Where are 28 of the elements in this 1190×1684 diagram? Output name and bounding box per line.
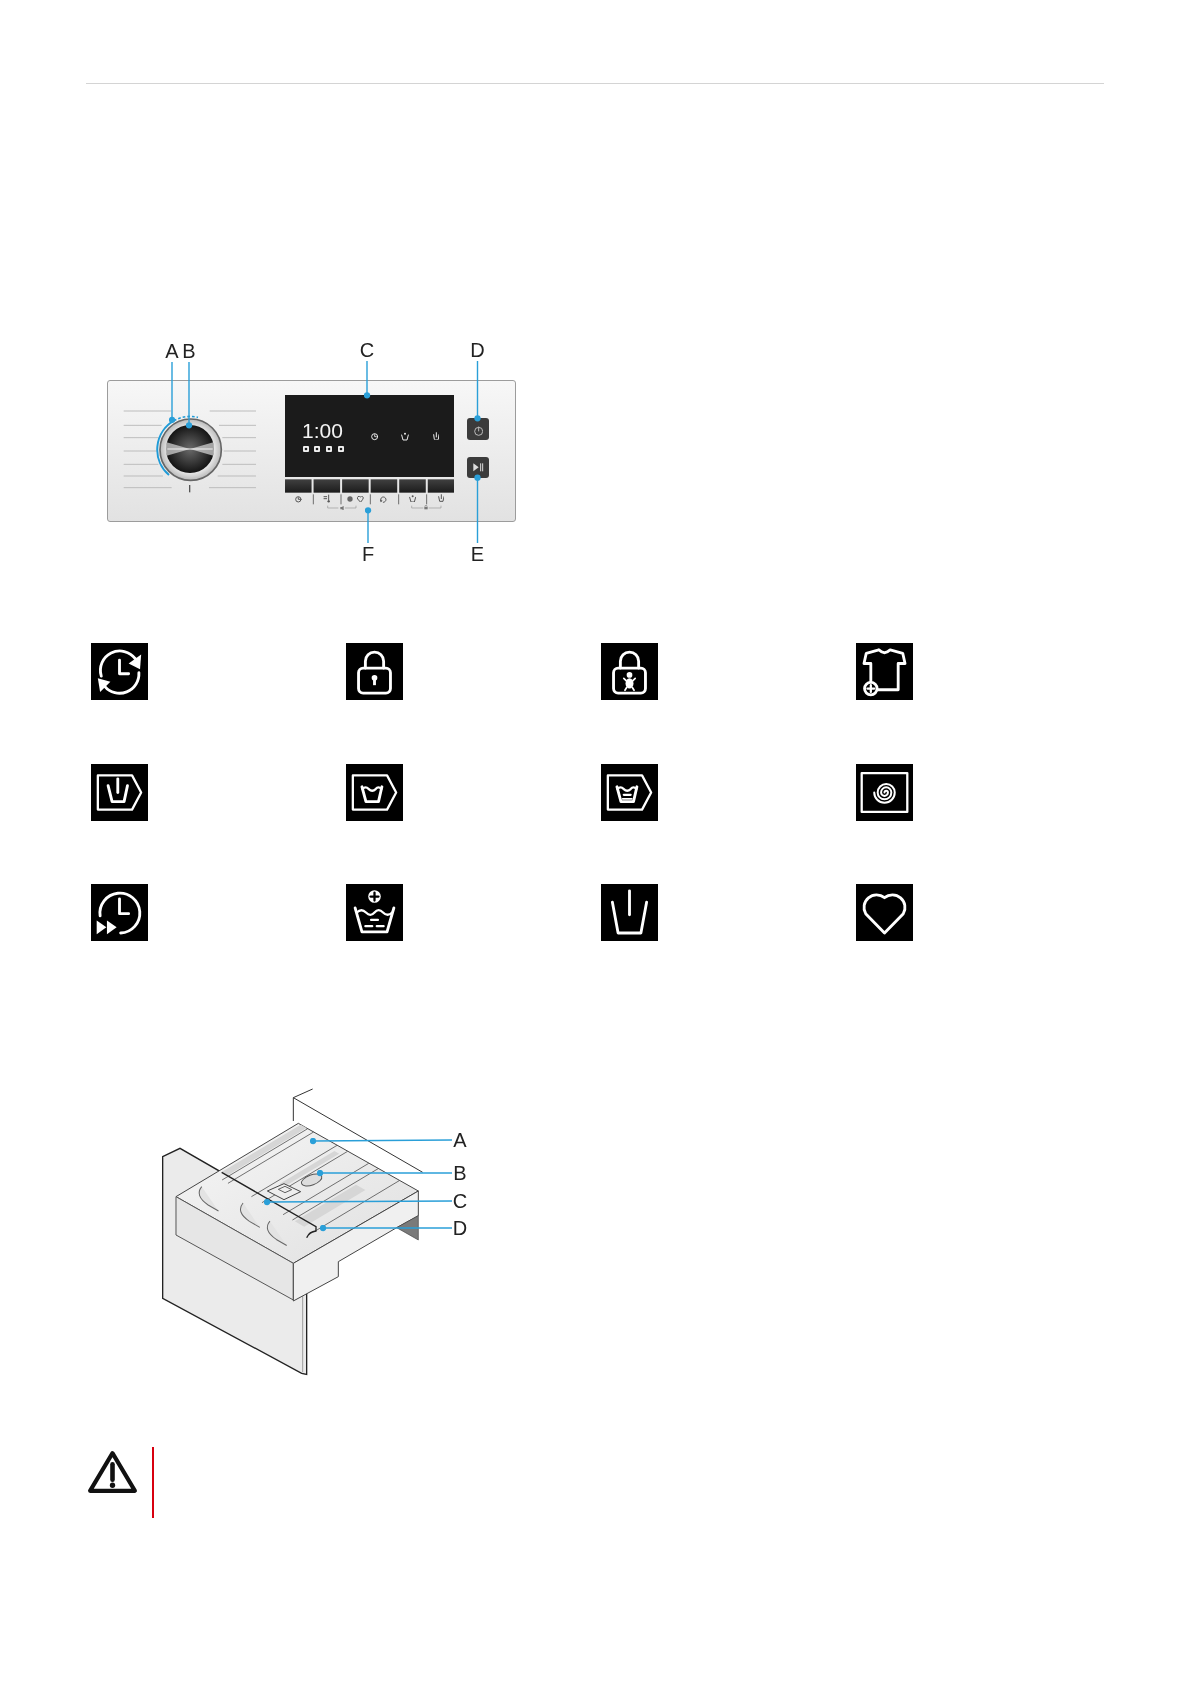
leader-line <box>309 1137 453 1145</box>
callout-letter: A <box>164 340 180 362</box>
callout-letter: F <box>360 543 376 565</box>
power-button <box>467 418 490 441</box>
touch-button-row <box>285 479 455 511</box>
callout-letter: B <box>181 340 197 362</box>
start-pause-button <box>467 457 490 478</box>
leader-line <box>363 360 371 399</box>
display-readout: 1:00 <box>302 420 343 443</box>
callout-letter: C <box>452 1190 468 1212</box>
leader-line <box>316 1169 453 1177</box>
display-screen <box>285 395 455 477</box>
leader-line <box>168 361 176 424</box>
leader-line <box>474 360 481 422</box>
leader-line <box>263 1198 453 1206</box>
control-panel <box>107 380 516 522</box>
leader-line <box>474 474 481 544</box>
leader-line <box>319 1224 453 1232</box>
leader-line <box>364 507 372 544</box>
selector-knob <box>166 425 215 474</box>
callout-letter: C <box>359 339 375 361</box>
callout-letter: A <box>452 1129 468 1151</box>
callout-letter: E <box>469 543 486 565</box>
leader-line <box>185 361 193 429</box>
selector-ring <box>155 414 225 484</box>
callout-letter: D <box>469 339 486 361</box>
callout-letter: B <box>452 1162 468 1184</box>
callout-letter: D <box>452 1217 468 1239</box>
